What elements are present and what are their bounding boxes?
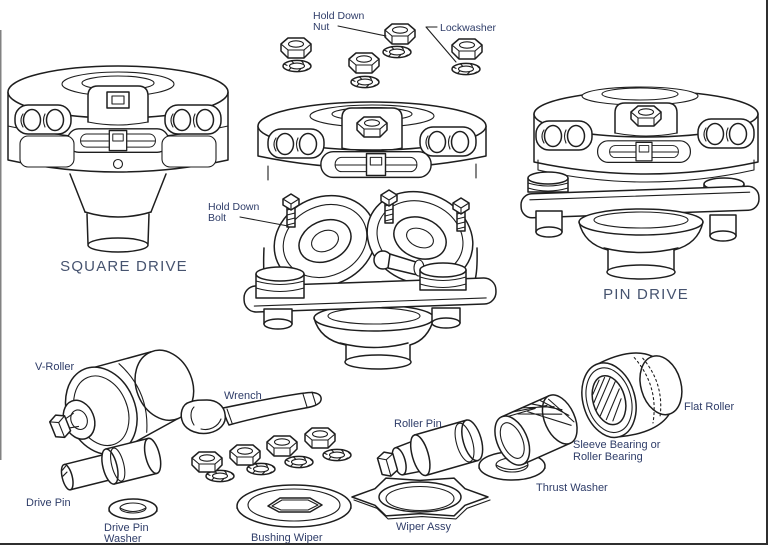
drum-window (164, 104, 222, 135)
drum-window (697, 118, 755, 149)
center-nut (356, 116, 388, 138)
carrier-cone-shank (313, 304, 435, 370)
center-nut (630, 105, 662, 127)
wiper-assy-part (351, 477, 491, 520)
caption-pin-drive: PIN DRIVE (603, 286, 689, 303)
skirt-panel (19, 135, 75, 168)
center-drum (257, 101, 487, 181)
v-roller-part (48, 349, 195, 456)
label-wrench: Wrench (224, 390, 262, 402)
label-sleeve-bearing-line1: Sleeve Bearing or (573, 439, 661, 451)
flat-roller-part (581, 348, 683, 439)
leader-hold-down-nut (337, 25, 387, 37)
leader-lockwasher (425, 26, 457, 63)
label-bushing-wiper: Bushing Wiper (251, 532, 323, 544)
label-roller-pin: Roller Pin (394, 418, 442, 430)
drum-window (267, 128, 325, 159)
hex-nut (229, 444, 261, 466)
hardware-cluster (191, 427, 352, 483)
square-drive-center-latch (87, 85, 149, 126)
threaded-cap-left (255, 266, 305, 299)
label-wiper-assy: Wiper Assy (396, 521, 452, 533)
label-drive-pin: Drive Pin (26, 497, 71, 509)
lockwasher (350, 75, 380, 89)
hex-nut (304, 427, 336, 449)
label-sleeve-bearing-line2: Roller Bearing (573, 451, 643, 463)
hold-down-nut (451, 38, 483, 60)
scan-edge-left (0, 30, 2, 460)
plate-foot-right (431, 307, 461, 329)
roller-carrier-assembly (243, 189, 497, 370)
sleeve-bearing-part (494, 394, 578, 466)
hex-nut (266, 435, 298, 457)
drive-pin-part (60, 437, 162, 491)
drive-pin-right (709, 214, 737, 242)
square-drive-shank (69, 173, 167, 253)
drive-pin-washer-part (108, 498, 158, 520)
hex-nut (191, 451, 223, 473)
lockwasher (382, 45, 412, 59)
lockwasher (322, 448, 352, 462)
roller-pin-part (376, 419, 484, 477)
callout-hold-down-nut-line1: Hold Down (313, 10, 365, 22)
callout-lockwasher: Lockwasher (440, 22, 497, 34)
square-drive-assembly (7, 65, 229, 253)
pin-drive-assembly (520, 86, 760, 280)
label-v-roller: V-Roller (35, 361, 74, 373)
drum-slot (66, 128, 170, 153)
plate-foot-left (263, 308, 293, 330)
lockwasher (284, 455, 314, 469)
label-drive-pin-washer-line1: Drive Pin (104, 522, 149, 534)
scan-edge-right (766, 0, 768, 545)
callout-hold-down-bolt-line1: Hold Down (208, 201, 260, 213)
skirt-panel (161, 135, 217, 168)
drum-slot (320, 150, 432, 179)
label-thrust-washer: Thrust Washer (536, 482, 608, 494)
wrench-part (180, 391, 322, 435)
label-drive-pin-washer-line2: Washer (104, 533, 142, 545)
drum-window (14, 104, 72, 135)
hold-down-nut (348, 52, 380, 74)
hold-down-nut (280, 37, 312, 59)
label-flat-roller: Flat Roller (684, 401, 734, 413)
scan-edge-bottom (0, 543, 768, 545)
callout-hold-down-bolt-line2: Bolt (208, 212, 226, 224)
caption-square-drive: SQUARE DRIVE (60, 258, 188, 275)
threaded-boss-left (527, 171, 569, 193)
drum-window (419, 126, 477, 157)
bushing-wiper-part (236, 484, 352, 528)
pin-drive-cone-shank (578, 208, 704, 280)
drum-window (535, 120, 593, 151)
hold-down-nut (384, 23, 416, 45)
drum-slot (596, 140, 692, 163)
threaded-cap-right (419, 262, 467, 291)
lockwasher (282, 59, 312, 73)
lockwasher (451, 62, 481, 76)
v-roller-left (273, 194, 377, 288)
leader-hold-down-bolt (239, 216, 289, 227)
callout-hold-down-nut-line2: Nut (313, 21, 329, 33)
drive-pin-left (535, 210, 563, 238)
